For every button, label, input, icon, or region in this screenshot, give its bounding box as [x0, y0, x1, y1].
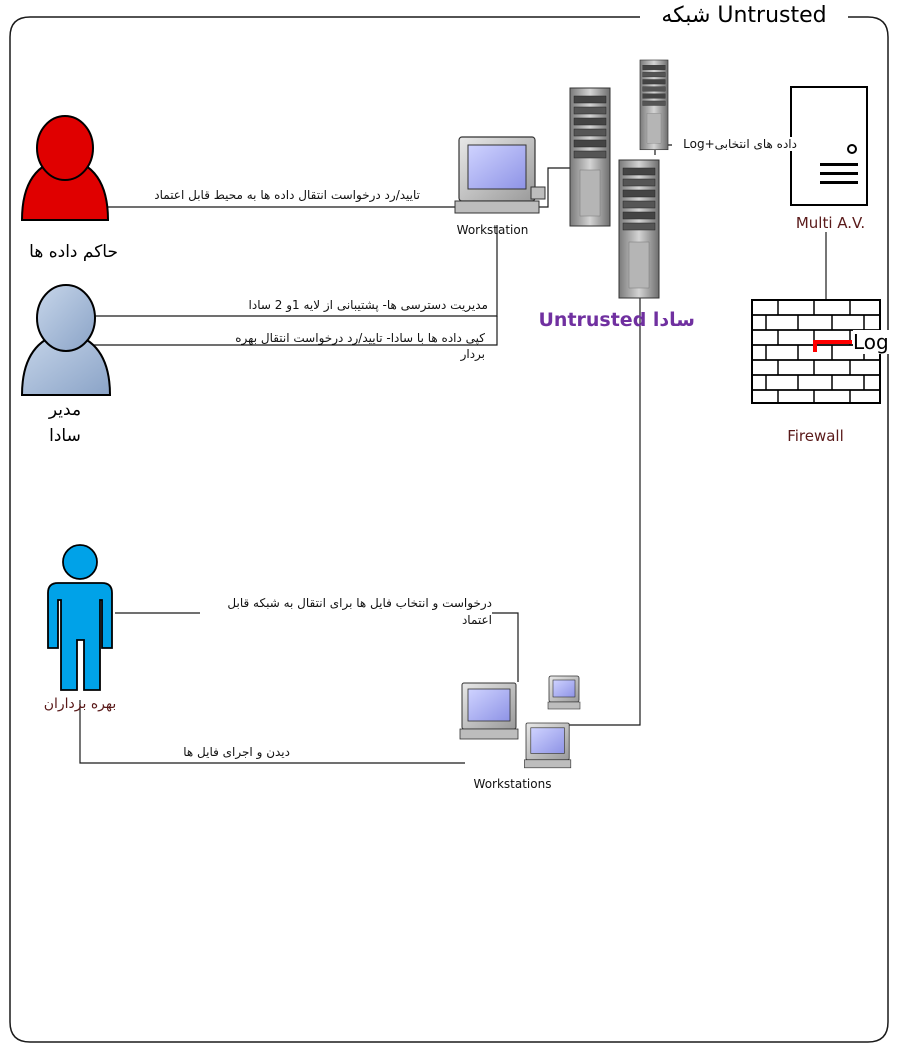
edge-label-view-run: دیدن و اجرای فایل ها: [150, 744, 290, 760]
edge-label-selected-data-log: داده های انتخابی+Log: [672, 137, 797, 151]
edge-label-copy-data: کپی داده ها با سادا- تایید/رد درخواست ان…: [235, 331, 485, 361]
workstation-pc-large-icon: [459, 682, 519, 740]
connector-lines: [65, 144, 827, 764]
untrusted-network-border: [9, 16, 889, 1043]
users-person-icon: [47, 544, 113, 691]
main-workstation-icon: [454, 136, 546, 214]
network-title: شبکه Untrusted: [640, 3, 848, 28]
workstations-label: Workstations: [473, 777, 552, 791]
edge-label-access-management: مدیریت دسترسی ها- پشتیبانی از لایه 1و 2 …: [218, 297, 488, 313]
data-ruler-person-icon: [20, 115, 110, 221]
multi-av-server-icon: [790, 86, 868, 206]
log-label: Log: [853, 330, 897, 354]
workstation-label: Workstation: [456, 223, 529, 237]
server-tower-right-icon: [618, 159, 660, 299]
sada-untrusted-label: سادا Untrusted: [538, 309, 695, 331]
workstation-pc-medium-icon: [524, 722, 572, 769]
admin-label-line2: سادا: [49, 426, 81, 446]
admin-label-line1: مدیر: [48, 400, 82, 420]
server-tower-top-icon: [639, 59, 669, 151]
data-ruler-label: حاکم داده ها: [29, 242, 118, 262]
multi-av-label: Multi A.V.: [795, 214, 866, 232]
admin-person-icon: [20, 284, 112, 396]
log-marker: [813, 340, 852, 352]
users-label: بهره برداران: [43, 696, 117, 712]
firewall-label: Firewall: [787, 427, 844, 445]
edge-label-request-select: درخواست و انتخاب فایل ها برای انتقال به …: [200, 595, 492, 629]
server-tower-left-icon: [569, 87, 611, 227]
workstation-cluster-icons: [459, 675, 581, 769]
workstation-pc-small-icon: [547, 675, 581, 710]
edge-label-approve-transfer: تایید/رد درخواست انتقال داده ها به محیط …: [150, 188, 420, 203]
